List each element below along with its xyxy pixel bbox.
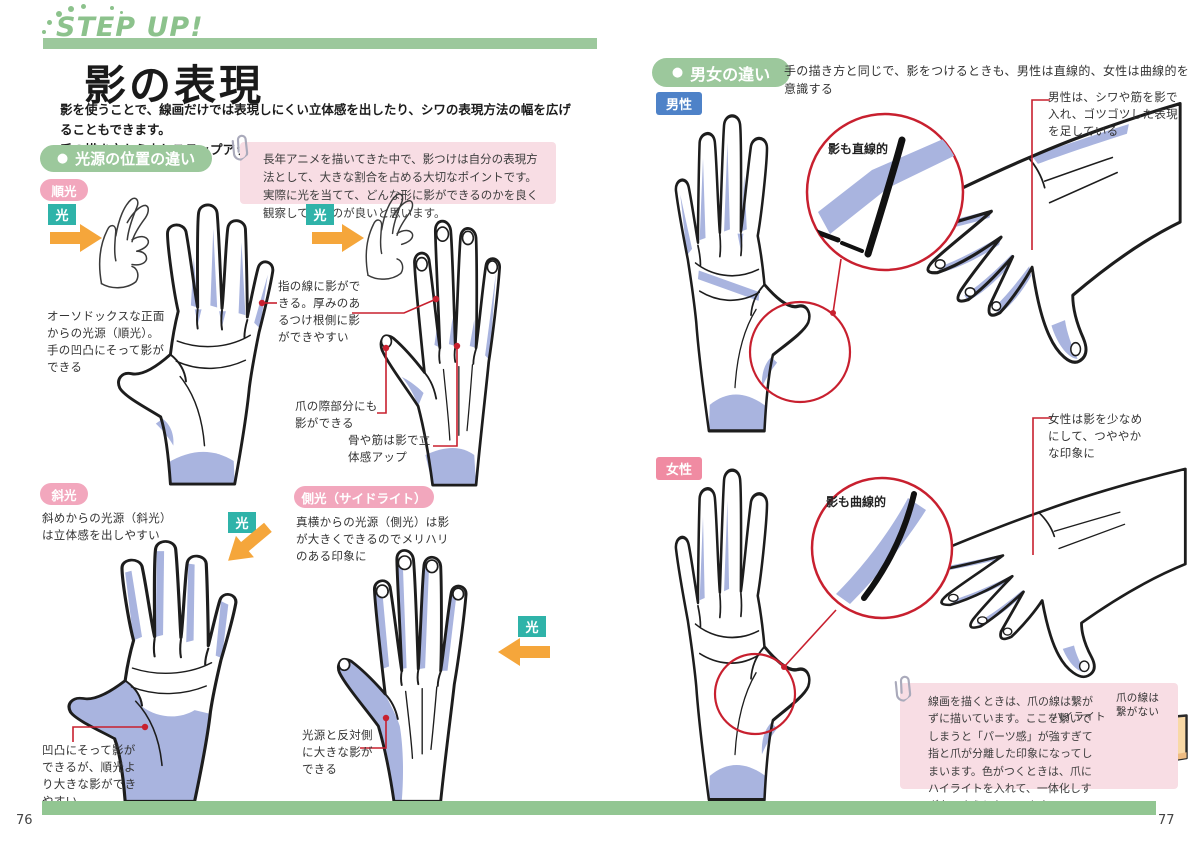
top-green-bar (43, 38, 597, 49)
nail-line-label: 爪の線は繋がない (1116, 692, 1160, 719)
section-pill-gender: ● 男女の違い (652, 58, 790, 87)
annotation-unevenness: 凹凸にそって影ができるが、順光より大きな影ができやすい (42, 743, 137, 808)
male-circle-note: 影も直線的 (828, 142, 889, 156)
paperclip-icon (894, 675, 912, 702)
annotation-junko-desc: オーソドックスな正面からの光源（順光）。手の凹凸にそって影ができる (47, 309, 165, 374)
female-back-hand-illustration (915, 467, 1187, 679)
light-badge-2: 光 (306, 204, 334, 225)
female-circle-note: 影も曲線的 (826, 495, 887, 509)
highlight-label: ハイライト (1052, 711, 1106, 723)
section-label: 光源の位置の違い (75, 150, 196, 168)
section-bullet: ● (671, 65, 684, 80)
logo-dot (42, 30, 46, 34)
back-hand-side-light-illustration (336, 548, 468, 803)
light-badge-4: 光 (518, 616, 546, 637)
light-badge-3: 光 (228, 512, 256, 533)
male-note: 男性は、シワや筋を影で入れ、ゴツゴツした表現を足している (1048, 90, 1178, 138)
section-bullet: ● (56, 151, 69, 166)
nail-note-box (900, 683, 1178, 789)
annotation-shako-desc: 斜めからの光源（斜光）は立体感を出しやすい (42, 511, 172, 542)
annotation-finger-line: 指の線に影ができる。厚みのあるつけ根側に影ができやすい (278, 279, 361, 344)
section-pill-light-position: ● 光源の位置の違い (40, 145, 212, 172)
page-number-left: 76 (16, 813, 33, 828)
annotation-opposite: 光源と反対側に大きな影ができる (302, 728, 373, 776)
back-hand-front-light-illustration (379, 219, 502, 487)
light-badge-1: 光 (48, 204, 76, 225)
male-badge: 男性 (656, 92, 702, 115)
female-note: 女性は影を少なめにして、つややかな印象に (1048, 412, 1143, 460)
logo-dot (120, 11, 123, 14)
label-pill-junko: 順光 (40, 179, 88, 201)
logo-dot (81, 4, 86, 9)
label-pill-shako: 斜光 (40, 483, 88, 505)
palm-hand-front-light-illustration (117, 203, 275, 486)
bottom-green-bar (42, 801, 1156, 815)
logo-dot (68, 6, 74, 12)
page-title: 影の表現 (84, 61, 265, 110)
logo-dot (56, 11, 62, 17)
female-palm-hand-illustration (674, 468, 812, 802)
annotation-sokko-desc: 真横からの光源（側光）は影が大きくできるのでメリハリのある印象に (296, 515, 450, 563)
page-number-right: 77 (1158, 813, 1175, 828)
section-label: 男女の違い (690, 64, 771, 84)
sketch-hand-illustration (365, 193, 414, 280)
right-intro: 手の描き方と同じで、影をつけるときも、男性は直線的、女性は曲線的を意識する (784, 64, 1190, 96)
paperclip-icon (231, 134, 249, 161)
label-pill-sokko: 側光（サイドライト） (294, 486, 434, 508)
annotation-bone: 骨や筋は影で立体感アップ (348, 433, 431, 464)
stepup-logo: STEP UP! (56, 12, 204, 43)
logo-dot (110, 6, 114, 10)
female-badge: 女性 (656, 457, 702, 480)
male-palm-hand-illustration (674, 114, 811, 433)
logo-dot (47, 20, 52, 25)
annotation-nail-edge: 爪の際部分にも影ができる (295, 399, 378, 430)
sketch-hand-illustration (98, 197, 150, 289)
